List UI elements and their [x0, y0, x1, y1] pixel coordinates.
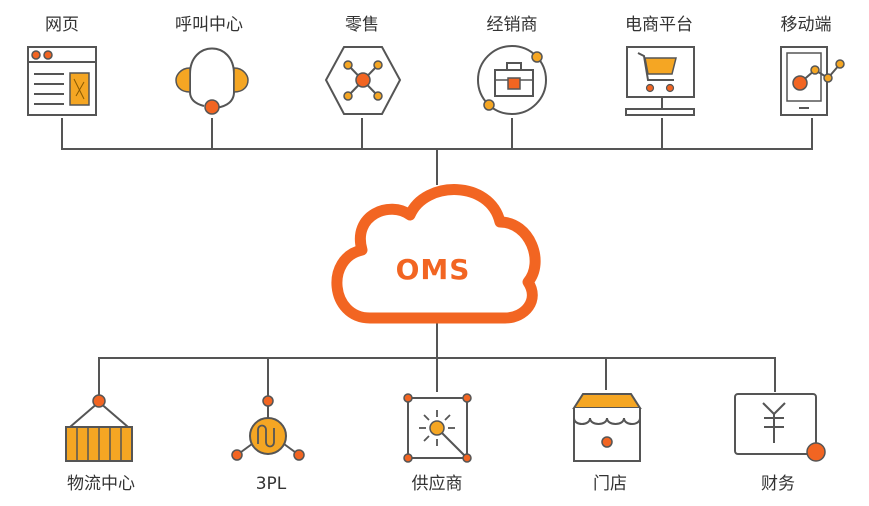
node-supplier: 供应商 — [403, 393, 472, 494]
channel-webpage: 网页 — [27, 15, 97, 116]
node-label: 门店 — [593, 474, 627, 494]
mobile-chart-icon — [780, 46, 845, 116]
node-label: 3PL — [256, 474, 287, 494]
channel-label: 电商平台 — [625, 15, 693, 35]
headset-icon — [175, 47, 249, 115]
channel-label: 经销商 — [487, 15, 538, 35]
channel-dealer: 经销商 — [477, 15, 547, 115]
webpage-icon — [27, 46, 97, 116]
node-label: 供应商 — [412, 474, 463, 494]
channel-label: 呼叫中心 — [175, 15, 243, 35]
node-store: 门店 — [572, 393, 642, 494]
channel-label: 网页 — [45, 15, 79, 35]
node-3pl: 3PL — [231, 395, 305, 494]
exchange-circle-icon — [231, 395, 305, 461]
sun-network-icon — [403, 393, 472, 463]
channel-retail: 零售 — [324, 15, 402, 115]
hexagon-network-icon — [324, 46, 402, 115]
channel-label: 零售 — [345, 15, 379, 35]
channel-ecommerce: 电商平台 — [625, 15, 695, 116]
cloud-shape — [331, 184, 541, 324]
briefcase-icon — [477, 45, 547, 115]
oms-label: OMS — [396, 253, 471, 286]
channel-mobile: 移动端 — [780, 15, 845, 116]
storefront-icon — [572, 393, 642, 462]
node-finance: 财务 — [734, 393, 826, 494]
container-icon — [65, 394, 133, 462]
node-label: 物流中心 — [67, 474, 135, 494]
connectors — [61, 118, 813, 396]
yen-icon — [734, 393, 826, 462]
channel-label: 移动端 — [781, 15, 832, 35]
node-label: 财务 — [761, 474, 795, 494]
node-logistics-center: 物流中心 — [65, 394, 135, 494]
shopping-cart-monitor-icon — [625, 46, 695, 116]
channel-call-center: 呼叫中心 — [175, 15, 249, 115]
oms-cloud: OMS — [331, 184, 541, 324]
